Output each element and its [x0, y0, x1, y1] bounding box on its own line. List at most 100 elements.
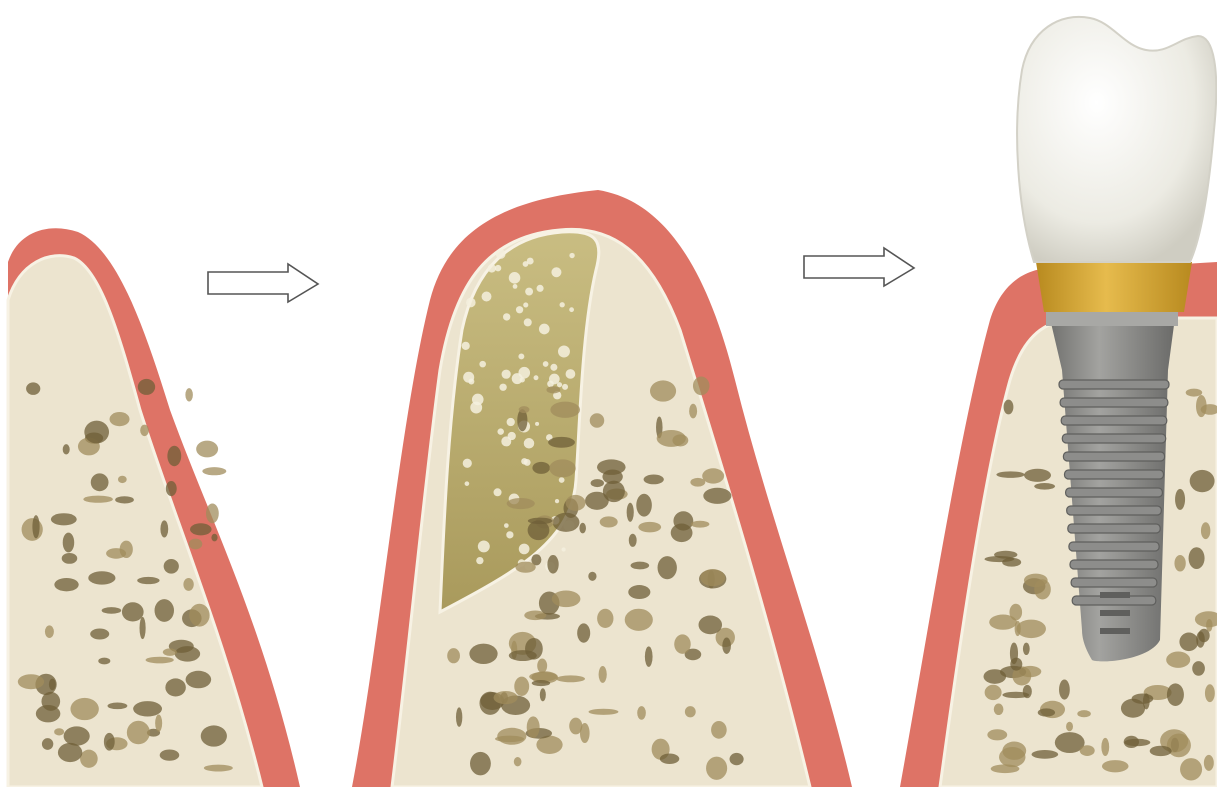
bone-pore: [127, 721, 150, 745]
graft-particle: [516, 306, 523, 313]
panel-ridge: [8, 228, 300, 787]
bone-pore: [1132, 693, 1154, 703]
bone-pore: [1016, 620, 1046, 639]
bone-pore: [133, 701, 162, 716]
bone-pore: [1167, 683, 1184, 706]
bone-pore: [1201, 522, 1210, 539]
bone-pore: [550, 402, 580, 418]
bone-pore: [1002, 692, 1029, 698]
bone-pore: [703, 488, 731, 504]
panel-implant: [900, 17, 1217, 787]
bone-pore: [1038, 708, 1055, 716]
bone-pore: [1166, 652, 1190, 668]
bone-pore: [685, 706, 696, 717]
bone-pore: [1080, 745, 1095, 756]
graft-particle: [523, 302, 528, 307]
bone-pore: [183, 578, 193, 591]
bone-pore: [529, 672, 557, 681]
implant-thread: [1062, 434, 1165, 443]
bone-pore: [1004, 400, 1014, 415]
graft-particle: [494, 488, 502, 496]
bone-pore: [175, 646, 200, 662]
bone-pore: [1032, 750, 1059, 759]
bone-pore: [625, 609, 653, 631]
bone-pore: [579, 523, 586, 534]
bone-pore: [160, 520, 168, 537]
bone-pore: [1189, 547, 1205, 569]
bone-pore: [494, 691, 518, 704]
bone-pore: [1192, 661, 1205, 676]
implant-thread: [1065, 470, 1164, 479]
graft-particle: [561, 547, 565, 551]
bone-pore: [509, 650, 537, 661]
bone-pore: [140, 617, 146, 639]
graft-particle: [507, 418, 515, 426]
bone-pore: [41, 692, 60, 711]
implant-thread: [1071, 578, 1157, 587]
right-arrow-icon: [804, 248, 914, 286]
implant-thread: [1061, 416, 1167, 425]
bone-pore: [90, 628, 109, 639]
bone-pore: [590, 413, 605, 427]
bone-pore: [1102, 760, 1129, 772]
bone-pore: [591, 479, 604, 487]
bone-pore: [566, 495, 586, 511]
graft-particle: [558, 346, 570, 358]
bone-pore: [470, 752, 491, 776]
bone-pore: [1190, 470, 1215, 492]
panel-graft: [352, 190, 852, 787]
implant-thread: [1059, 380, 1169, 389]
bone-pore: [580, 723, 590, 743]
implant-thread: [1066, 488, 1163, 497]
bone-pore: [519, 406, 530, 413]
bone-pore: [674, 634, 691, 653]
implant-thread: [1060, 398, 1168, 407]
bone-pore: [984, 669, 1007, 684]
bone-pore: [1024, 469, 1051, 482]
bone-pore: [549, 459, 575, 477]
bone-pore: [185, 388, 192, 401]
graft-particle: [524, 438, 534, 448]
bone-pore: [588, 709, 618, 715]
graft-particle: [559, 477, 565, 483]
bone-pore: [556, 675, 585, 682]
bone-pore: [637, 706, 646, 720]
bone-pore: [206, 504, 219, 524]
implant-thread: [1068, 524, 1160, 533]
bone-pore: [54, 578, 78, 591]
bone-pore: [991, 764, 1020, 773]
bone-pore: [164, 559, 179, 574]
bone-pore: [64, 726, 90, 745]
bone-pore: [1143, 693, 1150, 709]
bone-pore: [70, 698, 98, 720]
bone-pore: [657, 430, 686, 447]
bone-pore: [658, 556, 677, 579]
bone-pore: [22, 518, 43, 541]
bone-pore: [32, 515, 39, 538]
bone-pore: [110, 412, 130, 426]
bone-pore: [532, 680, 550, 686]
bone-pore: [107, 703, 127, 710]
graft-particle: [508, 432, 516, 440]
graft-particle: [478, 540, 490, 552]
bone-pore: [711, 721, 727, 739]
bone-pore: [80, 750, 98, 768]
bone-pore: [540, 688, 546, 701]
bone-pore: [650, 380, 676, 401]
bone-pore: [1010, 658, 1022, 671]
graft-particle: [524, 318, 532, 326]
bone-pore: [45, 625, 54, 638]
graft-particle: [472, 394, 484, 406]
bone-pore: [1186, 389, 1202, 397]
graft-particle: [550, 364, 557, 371]
bone-pore: [138, 379, 155, 395]
bone-pore: [548, 437, 575, 448]
bone-pore: [204, 765, 233, 772]
bone-pore: [702, 468, 724, 483]
bone-pore: [628, 585, 650, 599]
bone-pore: [599, 666, 607, 683]
bone-pore: [51, 513, 77, 525]
graft-particle: [534, 375, 539, 380]
bone-pore: [1180, 758, 1202, 780]
crown: [1017, 17, 1216, 262]
